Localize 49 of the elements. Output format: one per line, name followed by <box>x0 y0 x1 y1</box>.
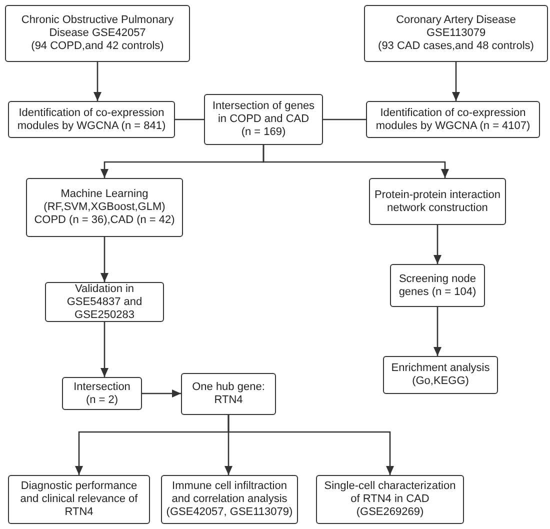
arrow <box>100 322 108 377</box>
box-text: COPD (n = 36),CAD (n = 42) <box>34 214 175 227</box>
process-box <box>369 178 506 225</box>
box-text: Intersection of genes in COPD and CAD <box>211 100 316 126</box>
box-text: Chronic Obstructive Pulmonary Disease GSE42057 <box>20 14 175 40</box>
box-text: Intersection <box>74 380 130 394</box>
box-text: (GSE42057, GSE113079) <box>166 506 293 519</box>
box-text: Identification of co-expression modules by WGCNA (n = 4107) <box>374 106 532 132</box>
process-box <box>26 178 183 237</box>
box-text: One hub gene: <box>192 381 265 394</box>
process-box <box>45 282 164 322</box>
box-text: RTN4 <box>214 394 243 407</box>
process-box <box>181 373 276 415</box>
box-text: Single-cell characterization of RTN4 in CAD <box>323 480 457 506</box>
arrow <box>452 62 460 101</box>
process-box <box>366 101 540 138</box>
arrow <box>434 307 442 356</box>
process-box <box>316 475 464 524</box>
box-text: Validation in GSE54837 and GSE250283 <box>66 282 144 322</box>
process-box <box>8 475 150 524</box>
process-box <box>364 5 548 62</box>
box-text: (n = 169) <box>241 126 286 139</box>
process-box <box>5 5 190 62</box>
box-text: Enrichment analysis <box>391 362 490 375</box>
arrow <box>434 225 442 264</box>
process-box <box>62 377 142 410</box>
box-text: (94 COPD,and 42 controls) <box>31 40 164 53</box>
arrow <box>100 237 108 282</box>
arrow <box>94 62 102 101</box>
box-text: Screening node genes (n = 104) <box>398 272 478 298</box>
arrow <box>228 415 394 475</box>
process-box <box>390 264 485 307</box>
box-text: (GSE269269) <box>356 506 424 519</box>
arrow <box>262 145 449 178</box>
box-text: (Go,KEGG) <box>412 375 469 388</box>
box-text: (93 CAD cases,and 48 controls) <box>378 40 534 53</box>
box-text: Diagnostic performance and clinical relevance of RTN4 <box>19 480 139 519</box>
box-text: Coronary Artery Disease GSE113079 <box>395 14 517 40</box>
box-text: Identification of co-expression modules by WGCNA (n = 841) <box>16 106 167 132</box>
process-box <box>204 94 323 145</box>
process-box <box>383 356 498 394</box>
box-text: Machine Learning <box>60 188 148 201</box>
box-text: (n = 2) <box>86 394 118 406</box>
process-box <box>161 475 298 524</box>
process-box <box>8 101 175 138</box>
box-text: (RF,SVM,XGBoost,GLM) <box>44 201 166 214</box>
box-text: Protein-protein interaction network construction <box>374 188 502 214</box>
arrow <box>142 390 181 398</box>
box-text: Immune cell infiltraction and correlation analysis <box>170 480 288 506</box>
